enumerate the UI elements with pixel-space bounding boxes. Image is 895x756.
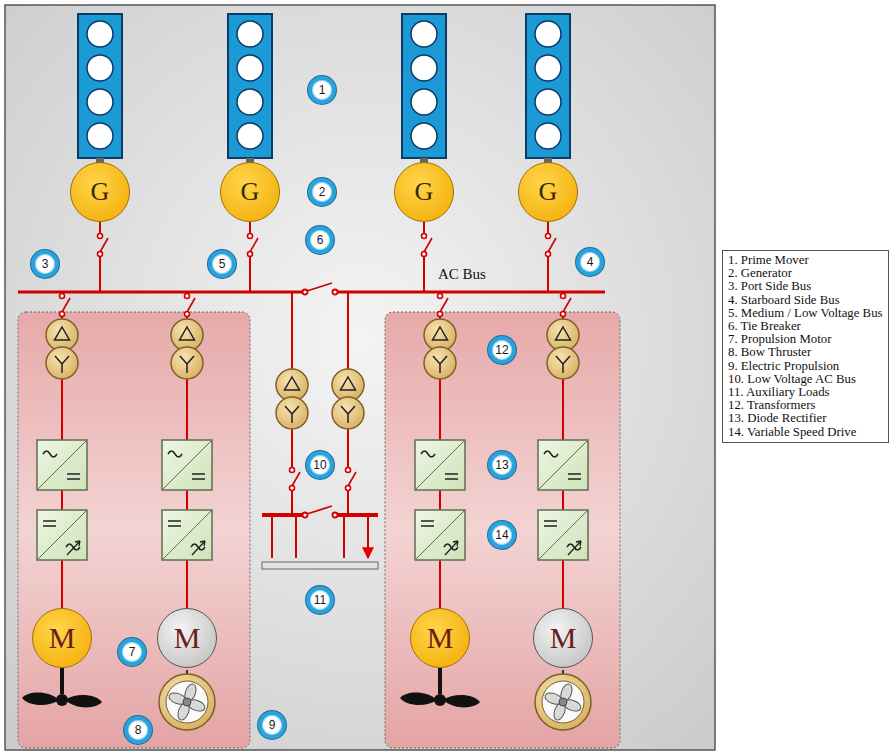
bus-label: AC Bus [438,266,486,283]
legend-text: 2. Generator [728,266,792,280]
legend-entry: 8. Bow Thruster [728,346,883,359]
prime-movers [78,14,570,164]
auxiliary-load-bar [262,562,378,569]
generator-circle: G [70,162,130,222]
propulsion-motor: M [32,608,92,668]
callout-number: 13 [488,451,516,479]
callout-number: 14 [488,521,516,549]
bow-thrusters [159,670,591,730]
propulsion-panel [385,312,620,748]
legend-entry: 3. Port Side Bus [728,280,883,293]
legend-text: 1. Prime Mover [728,253,809,267]
legend-text: 10. Low Voltage AC Bus [728,372,856,386]
callout-number: 5 [208,250,236,278]
legend-entry: 11. Auxiliary Loads [728,386,883,399]
thruster-motor: M [533,608,593,668]
legend-text: 9. Electric Propulsion [728,359,839,373]
legend-text: 13. Diode Rectifier [728,411,826,425]
node-letter: G [539,179,558,205]
legend-entry: 4. Starboard Side Bus [728,294,883,307]
callout-number: 11 [306,586,334,614]
legend-entry: 9. Electric Propulsion [728,360,883,373]
legend-box: 1. Prime Mover2. Generator3. Port Side B… [722,250,889,443]
legend-text: 3. Port Side Bus [728,279,811,293]
legend-text: 14. Variable Speed Drive [728,425,856,439]
node-letter: M [174,623,201,653]
propulsion-panel [18,312,250,748]
node-letter: M [550,623,577,653]
breakers [60,234,572,518]
generator-circle: G [220,162,280,222]
callout-number: 12 [488,336,516,364]
generator-circle: G [518,162,578,222]
node-letter: G [415,179,434,205]
thruster-motor: M [157,608,217,668]
wires [18,222,605,608]
legend-entry: 10. Low Voltage AC Bus [728,373,883,386]
legend-text: 5. Medium / Low Voltage Bus [728,306,883,320]
callout-number: 3 [31,250,59,278]
legend-entry: 14. Variable Speed Drive [728,426,883,439]
legend-entry: 7. Propulsion Motor [728,333,883,346]
legend-entry: 5. Medium / Low Voltage Bus [728,307,883,320]
legend-text: 6. Tie Breaker [728,319,801,333]
legend-entry: 6. Tie Breaker [728,320,883,333]
variable-speed-drives [37,510,588,560]
callout-number: 8 [124,716,152,744]
callout-number: 4 [576,248,604,276]
system-panel [5,5,715,750]
node-letter: M [427,623,454,653]
propulsion-motor: M [410,608,470,668]
legend-text: 7. Propulsion Motor [728,332,831,346]
legend-text: 11. Auxiliary Loads [728,385,830,399]
node-letter: G [241,179,260,205]
legend-text: 8. Bow Thruster [728,345,811,359]
callout-number: 1 [308,76,336,104]
callout-number: 9 [258,711,286,739]
diode-rectifiers [37,440,588,490]
callout-number: 6 [306,226,334,254]
legend-entry: 12. Transformers [728,399,883,412]
legend-text: 12. Transformers [728,398,815,412]
legend-entry: 1. Prime Mover [728,254,883,267]
transformers [46,319,579,429]
legend-text: 4. Starboard Side Bus [728,293,840,307]
node-letter: G [91,179,110,205]
callout-number: 10 [306,451,334,479]
legend-entry: 2. Generator [728,267,883,280]
callout-number: 7 [118,638,146,666]
legend-entry: 13. Diode Rectifier [728,412,883,425]
callout-number: 2 [308,178,336,206]
propellers [22,668,480,707]
generator-circle: G [394,162,454,222]
node-letter: M [49,623,76,653]
